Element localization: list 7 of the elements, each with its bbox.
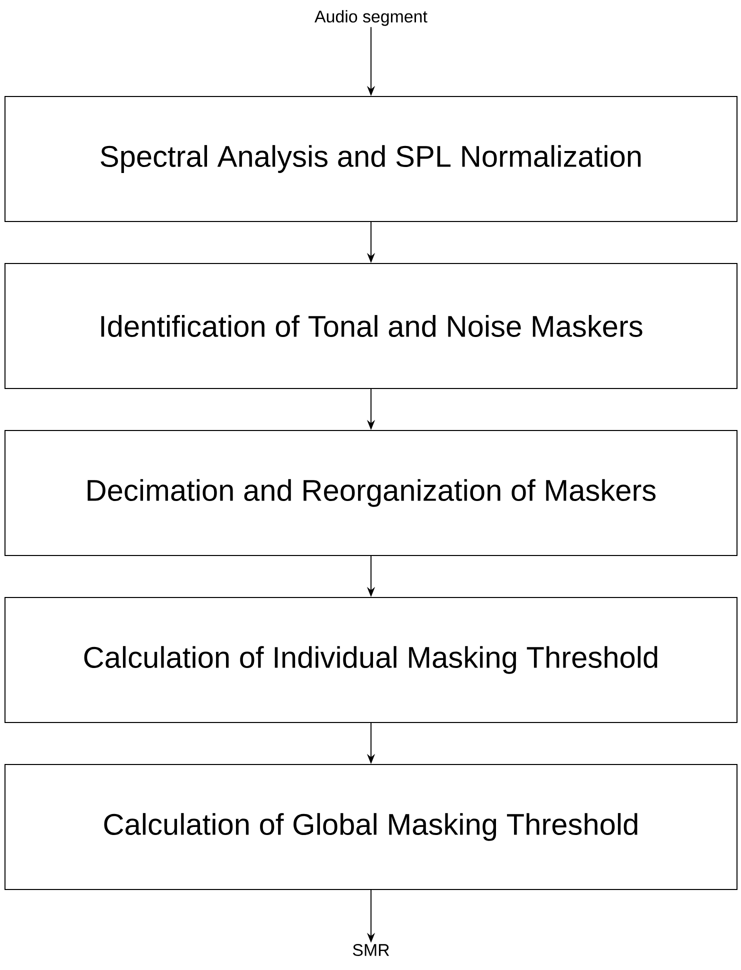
process-box: Identification of Tonal and Noise Maskers	[4, 263, 738, 389]
process-box: Spectral Analysis and SPL Normalization	[4, 96, 738, 222]
process-box: Calculation of Individual Masking Threshold	[4, 597, 738, 723]
process-box: Decimation and Reorganization of Maskers	[4, 430, 738, 556]
input-label: Audio segment	[314, 10, 428, 26]
output-label: SMR	[352, 944, 390, 956]
process-box: Calculation of Global Masking Threshold	[4, 764, 738, 890]
